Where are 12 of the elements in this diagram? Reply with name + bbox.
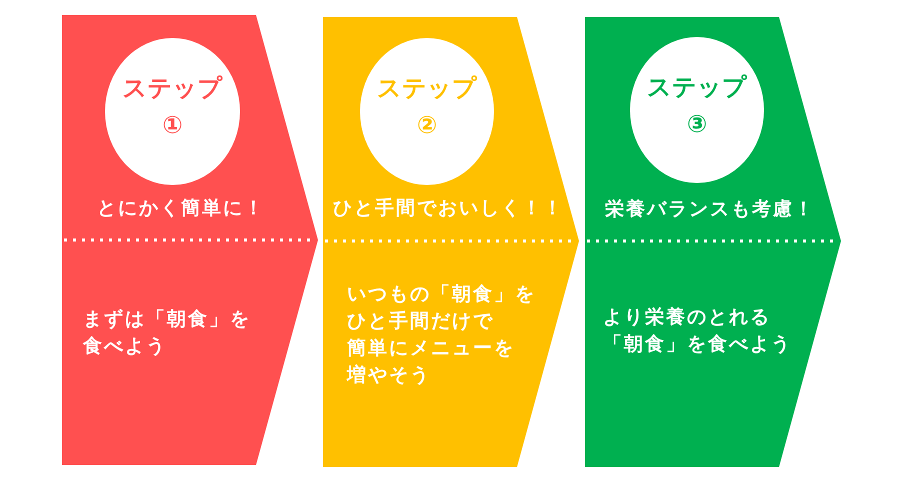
- step-heading: ひと手間でおいしく！！: [333, 196, 564, 220]
- step-description: より栄養のとれる「朝食」を食べよう: [603, 305, 792, 357]
- step-description: いつもの「朝食」をひと手間だけで簡単にメニューを増やそう: [347, 282, 536, 388]
- step-label: ステップ③: [646, 72, 748, 140]
- chevron-arrow: [323, 17, 579, 467]
- step-heading: 栄養バランスも考慮！: [605, 197, 815, 221]
- chevron-arrow: [585, 17, 841, 467]
- step-label: ステップ②: [376, 73, 478, 141]
- step-label: ステップ①: [122, 73, 224, 141]
- chevron-arrow: [62, 15, 318, 465]
- step-description: まずは「朝食」を食べよう: [83, 307, 251, 359]
- step-heading: とにかく簡単に！: [97, 196, 265, 220]
